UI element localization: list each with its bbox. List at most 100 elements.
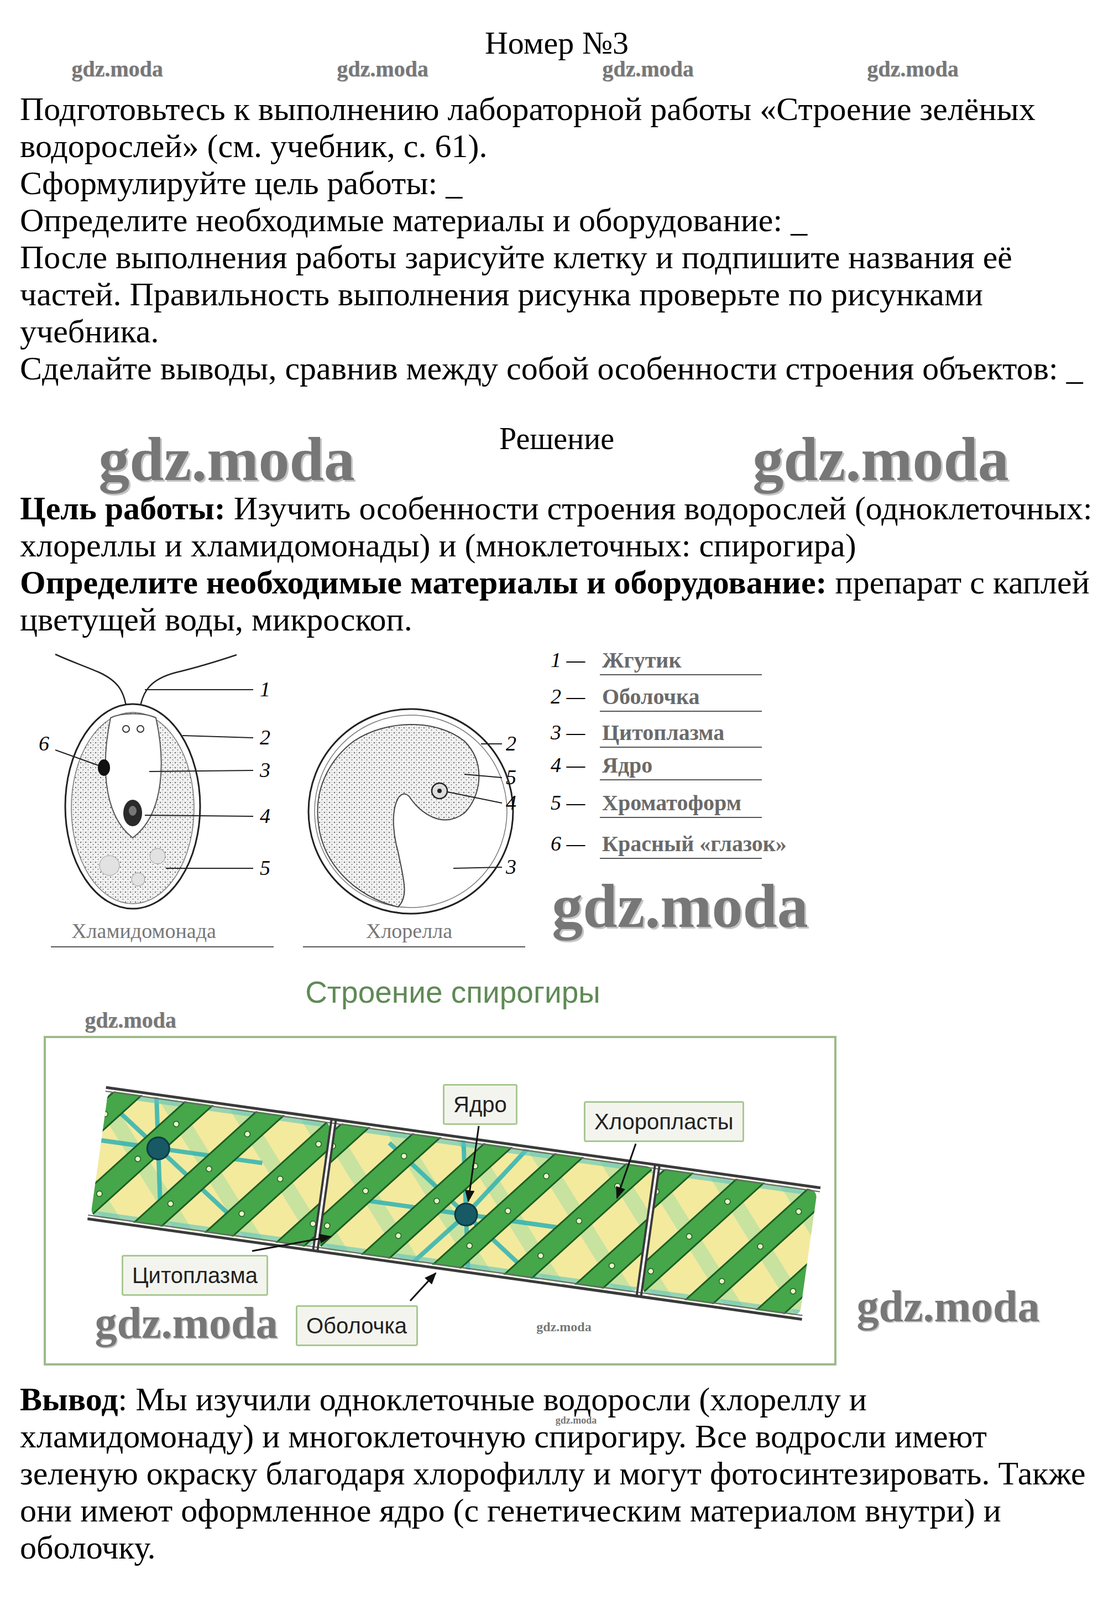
filament-part bbox=[795, 1207, 802, 1215]
filament-part bbox=[453, 1201, 479, 1227]
illustration-part bbox=[128, 805, 137, 816]
illustration-part bbox=[144, 688, 254, 690]
illustration-part bbox=[97, 759, 111, 776]
filament-part bbox=[96, 1190, 103, 1197]
illustration-part bbox=[123, 799, 143, 826]
filament-part bbox=[466, 1242, 473, 1249]
label-text: Цитоплазма bbox=[132, 1262, 258, 1288]
illustration-part bbox=[50, 945, 274, 948]
figure-caption: Хлорелла bbox=[365, 918, 453, 944]
label-box: Ядро bbox=[442, 1083, 518, 1125]
label-box: Оболочка bbox=[295, 1304, 418, 1346]
illustration-part bbox=[122, 725, 130, 732]
filament-part bbox=[202, 1102, 331, 1248]
illustration-part bbox=[149, 770, 254, 772]
illustration-part bbox=[149, 848, 166, 864]
part-name: Оболочка bbox=[602, 683, 700, 710]
filament-part bbox=[145, 1135, 171, 1161]
page-title: Номер №3 bbox=[484, 24, 629, 62]
part-name: Цитоплазма bbox=[602, 719, 725, 746]
filament-part bbox=[309, 1220, 316, 1227]
callout-number: 5 bbox=[505, 765, 517, 790]
filament-part bbox=[504, 1207, 511, 1214]
illustration-part bbox=[182, 735, 254, 738]
filament-part bbox=[167, 1200, 174, 1207]
illustration-part bbox=[410, 1272, 436, 1301]
illustration-part bbox=[616, 1143, 636, 1198]
filament-part bbox=[636, 1164, 656, 1296]
key-number: 3 — bbox=[550, 720, 585, 745]
filament-part bbox=[323, 1222, 331, 1229]
watermark: gdz.moda bbox=[71, 56, 164, 82]
text-column: Цель работы:Изучить особенности строения… bbox=[19, 489, 1093, 638]
body-text: Сделайте выводы, сравнив между собой осо… bbox=[19, 349, 1084, 387]
leader-lines bbox=[447, 743, 502, 868]
watermark: gdz.moda bbox=[866, 56, 959, 82]
bold-lead: Определите необходимые материалы и обору… bbox=[19, 563, 828, 601]
illustration-part bbox=[431, 782, 448, 799]
illustration-part bbox=[314, 714, 507, 908]
filament-part bbox=[106, 1086, 821, 1188]
label-text: Хлоропласты bbox=[594, 1109, 734, 1134]
illustration-part bbox=[308, 708, 514, 914]
callout-number: 3 bbox=[259, 757, 271, 783]
body-text: Сформулируйте цель работы: _ bbox=[19, 164, 463, 202]
filament-part bbox=[790, 1287, 797, 1294]
chlamydomonas-drawing bbox=[55, 654, 237, 909]
filament-part bbox=[753, 1180, 818, 1316]
bold-lead: Вывод bbox=[19, 1380, 118, 1417]
illustration-part bbox=[480, 743, 502, 745]
paragraph: Подготовьтесь к выполнению лабораторной … bbox=[19, 90, 1093, 165]
part-name: Жгутик bbox=[602, 647, 682, 673]
key-number: 5 — bbox=[550, 790, 585, 815]
key-number: 2 — bbox=[550, 684, 585, 709]
filament-part bbox=[647, 1267, 654, 1274]
filament-part bbox=[537, 1252, 544, 1259]
paragraph: Сделайте выводы, сравнив между собой осо… bbox=[19, 349, 1093, 387]
watermark: gdz.moda bbox=[84, 1007, 177, 1033]
watermark: gdz.moda bbox=[856, 1280, 1040, 1332]
section-heading: Решение bbox=[499, 420, 615, 457]
filament-part bbox=[105, 1090, 820, 1192]
illustration-part bbox=[447, 791, 502, 803]
illustration-part bbox=[453, 866, 502, 868]
text-column: Вывод: Мы изучили одноклеточные водоросл… bbox=[19, 1380, 1093, 1566]
figure-frame: Строение спирогирыЯдроХлоропластыЦитопла… bbox=[43, 1035, 837, 1365]
filament-part bbox=[134, 1155, 141, 1162]
filament-part bbox=[641, 1167, 818, 1316]
filament-part bbox=[400, 1152, 407, 1159]
filament-part bbox=[318, 1122, 655, 1294]
filament-part bbox=[238, 1210, 245, 1217]
watermark: gdz.moda bbox=[94, 1296, 278, 1348]
filament-part bbox=[173, 1120, 180, 1127]
filament-part bbox=[312, 1118, 332, 1251]
filament-part bbox=[101, 1110, 108, 1117]
figure-caption: Хламидомонада bbox=[71, 918, 217, 944]
illustration-part bbox=[139, 654, 237, 714]
body-text: После выполнения работы зарисуйте клетку… bbox=[19, 238, 1013, 350]
body-text: Определите необходимые материалы и обору… bbox=[19, 201, 808, 239]
illustration-part bbox=[599, 710, 762, 712]
figure-heading: Строение спирогиры bbox=[305, 974, 601, 1010]
watermark: gdz.moda bbox=[602, 56, 694, 82]
paragraph: Цель работы:Изучить особенности строения… bbox=[19, 489, 1093, 564]
filament-part bbox=[244, 1130, 251, 1137]
filament-part bbox=[686, 1232, 693, 1239]
filament-part bbox=[433, 1197, 440, 1204]
filament-part bbox=[131, 1092, 287, 1244]
watermark: gdz.moda bbox=[551, 870, 809, 942]
text-column: Подготовьтесь к выполнению лабораторной … bbox=[19, 90, 1093, 387]
filament-part bbox=[430, 1135, 586, 1286]
illustration-part bbox=[468, 1125, 479, 1201]
body-text: : Мы изучили одноклеточные водоросли (хл… bbox=[19, 1380, 1086, 1566]
filament-part bbox=[608, 1262, 615, 1269]
part-name: Хроматоформ bbox=[602, 790, 742, 816]
part-name: Красный «глазок» bbox=[602, 830, 787, 857]
watermark: gdz.moda bbox=[536, 1319, 592, 1335]
filament-part bbox=[362, 1187, 369, 1194]
filament-part bbox=[572, 1154, 655, 1293]
filament-part bbox=[317, 1119, 336, 1252]
watermark: gdz.moda bbox=[752, 423, 1009, 495]
filament-part bbox=[724, 1198, 731, 1205]
key-number: 4 — bbox=[550, 752, 585, 778]
